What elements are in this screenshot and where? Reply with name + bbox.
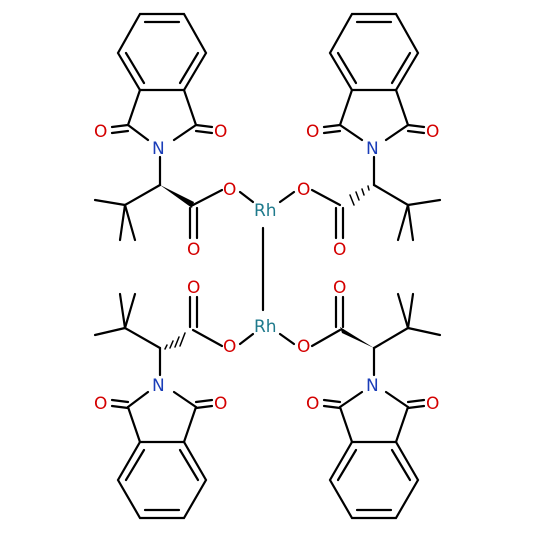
atom-label-o: O xyxy=(214,394,227,414)
atom-label-o: O xyxy=(333,240,346,260)
ligand-bottom-right xyxy=(278,292,442,520)
hashed-bond xyxy=(164,332,186,350)
benzene-ring xyxy=(116,12,208,92)
atom-label-o: O xyxy=(223,337,236,357)
atom-label-o: O xyxy=(94,394,107,414)
atom-label-o: O xyxy=(426,394,439,414)
atom-label-n: N xyxy=(366,139,379,159)
benzene-ring xyxy=(328,440,420,520)
atom-label-o: O xyxy=(223,180,236,200)
atom-label-n: N xyxy=(152,139,165,159)
atom-label-o: O xyxy=(214,122,227,142)
ligand-bottom-left xyxy=(93,292,255,520)
atom-label-o: O xyxy=(333,278,346,298)
atom-label-o: O xyxy=(306,394,319,414)
ligand-top-right xyxy=(278,12,442,242)
atom-label-o: O xyxy=(297,180,310,200)
atom-label-o: O xyxy=(426,122,439,142)
atom-label-o: O xyxy=(94,122,107,142)
benzene-ring xyxy=(328,12,420,92)
hashed-bond xyxy=(349,185,370,206)
atom-label-o: O xyxy=(297,337,310,357)
ligand-top-left xyxy=(93,12,255,242)
wedge-bond xyxy=(160,185,194,208)
atom-label-n: N xyxy=(152,376,165,396)
atom-label-rh: Rh xyxy=(254,317,277,337)
wedge-bond xyxy=(340,327,374,348)
atom-label-o: O xyxy=(187,278,200,298)
atom-label-o: O xyxy=(306,122,319,142)
atom-label-o: O xyxy=(187,240,200,260)
atom-label-n: N xyxy=(366,376,379,396)
atom-label-rh: Rh xyxy=(254,201,277,221)
benzene-ring xyxy=(116,440,208,520)
